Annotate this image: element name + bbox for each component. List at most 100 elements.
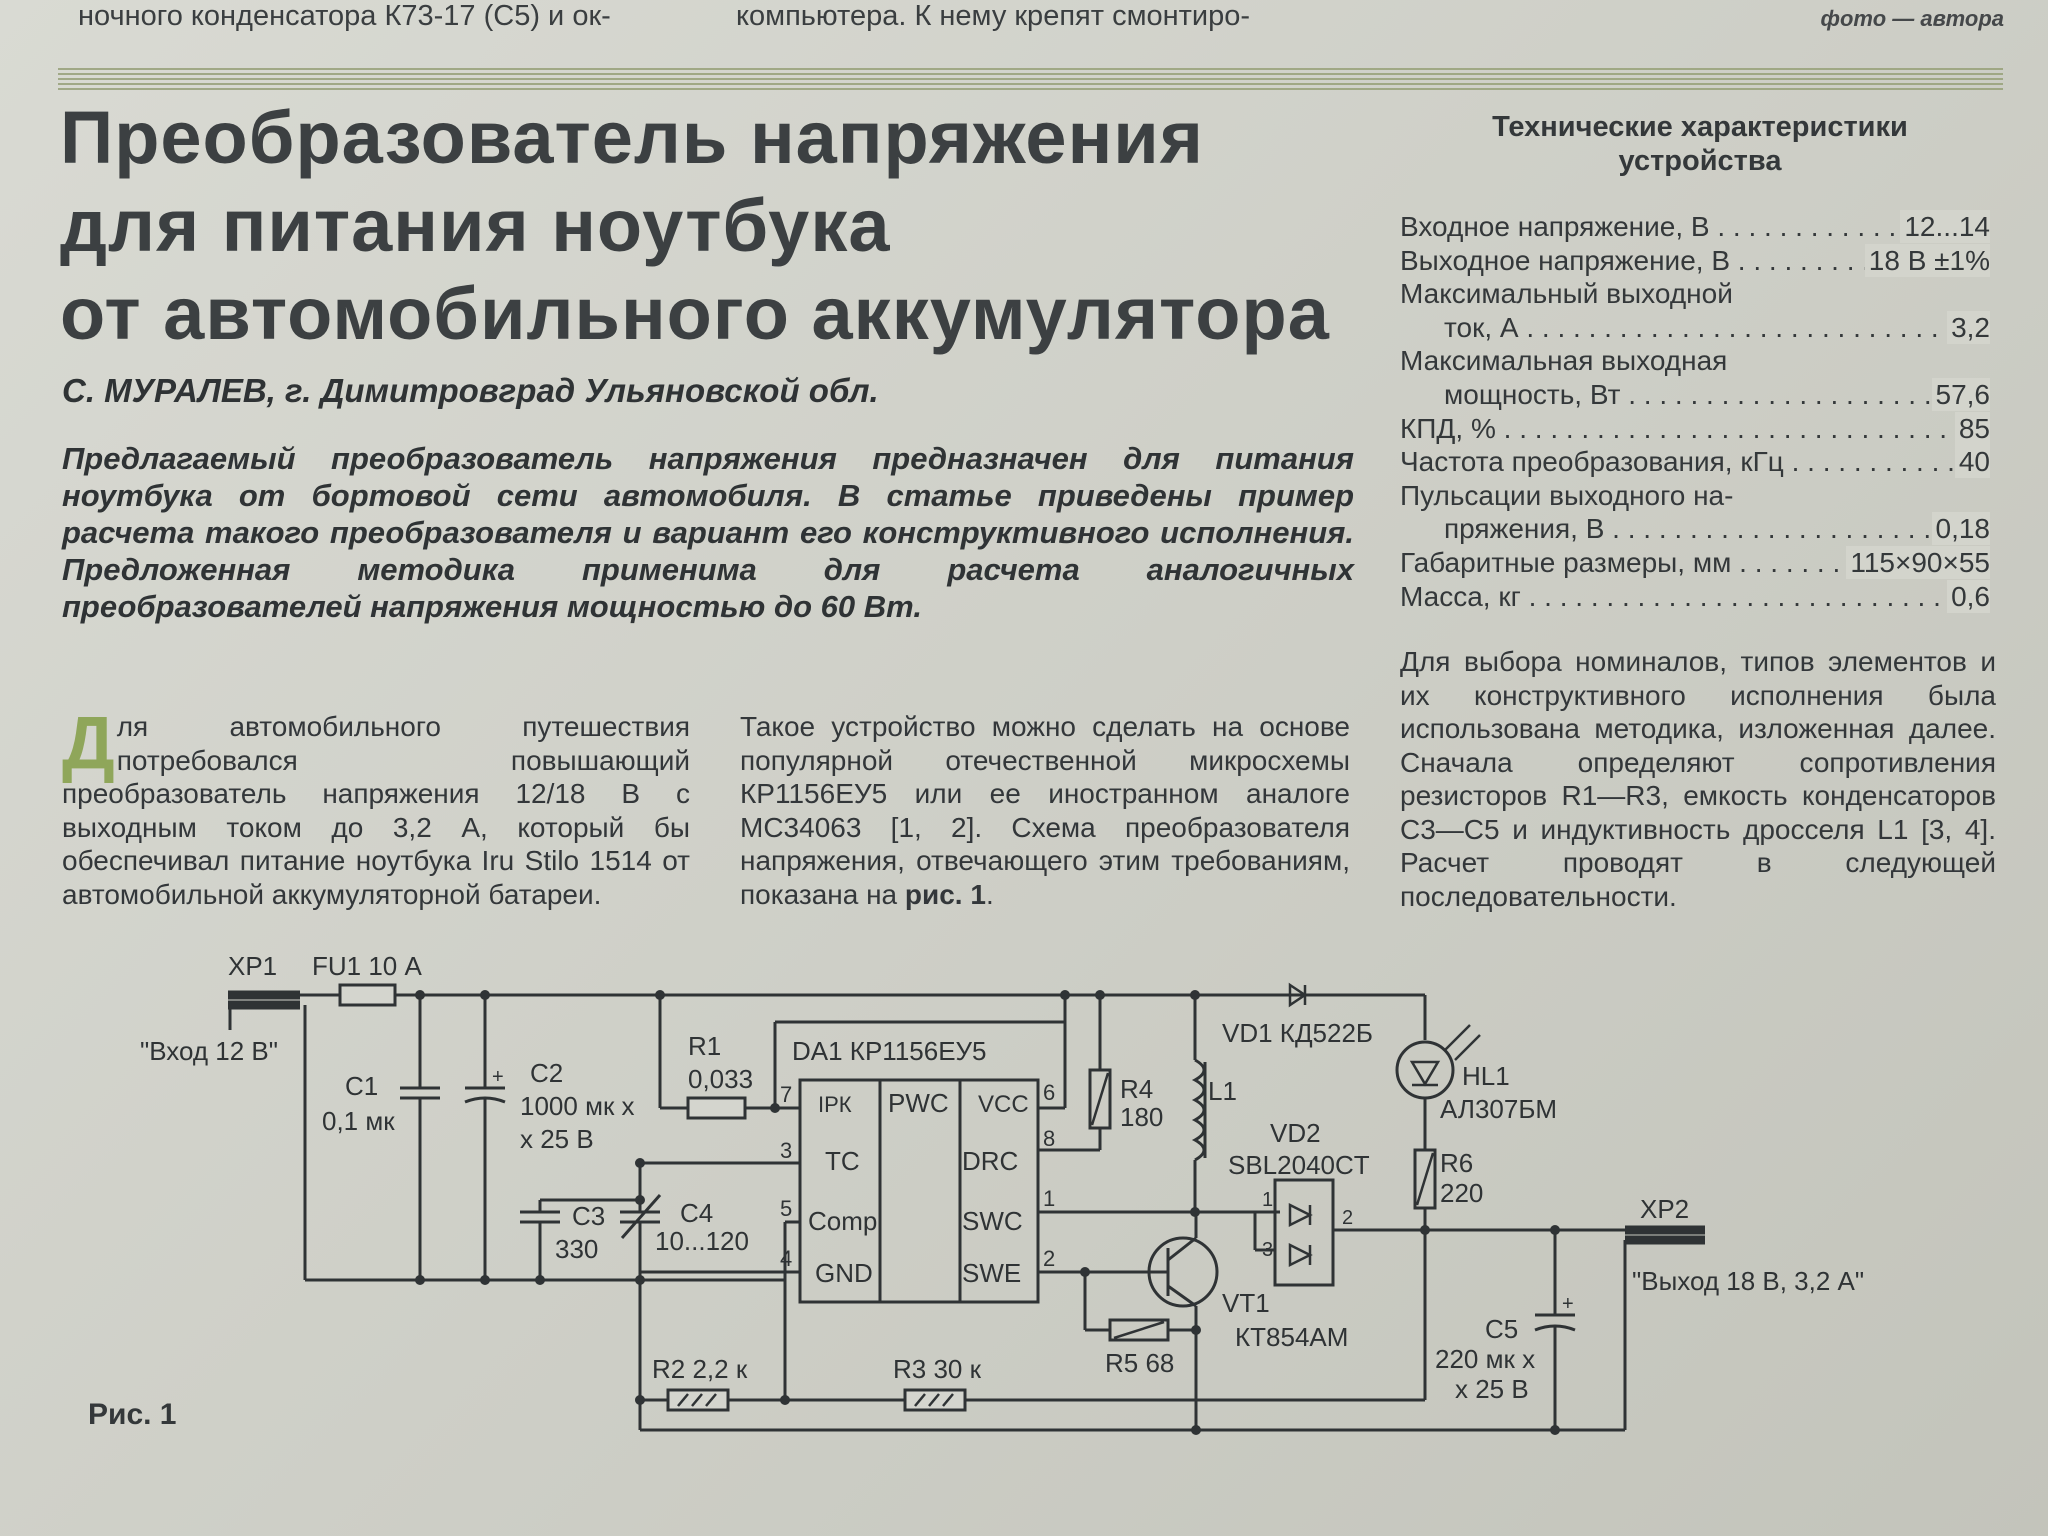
pin-tc: TC: [825, 1146, 860, 1176]
label-r3: R3 30 к: [893, 1354, 982, 1384]
spec-label: Масса, кг: [1400, 580, 1521, 612]
led-hl1-icon: [1409, 1060, 1441, 1087]
pin-number-5: 5: [780, 1196, 792, 1221]
spec-label: ток, А: [1444, 311, 1519, 343]
label-c5-value-1: 220 мк х: [1435, 1344, 1535, 1374]
label-r4: R4: [1120, 1074, 1153, 1104]
spec-leader-dots: . . . . . . . . . . . . . . . . . . . . …: [1612, 513, 1990, 545]
body-column-2-end: .: [985, 878, 994, 910]
spec-value: 40: [1954, 445, 1990, 479]
connectors: [228, 990, 1705, 1245]
previous-article-fragment-middle: компьютера. К нему крепят смонтиро-: [736, 0, 1251, 32]
label-hl1: HL1: [1462, 1061, 1510, 1091]
label-fu1: FU1 10 А: [312, 951, 422, 981]
label-vd2-value: SBL2040CT: [1228, 1150, 1370, 1180]
previous-article-fragment-left: ночного конденсатора К73-17 (С5) и ок-: [78, 0, 611, 32]
article-lead: Предлагаемый преобразователь напряжения …: [62, 441, 1354, 624]
spec-row: Максимальный выходной: [1400, 277, 1990, 310]
specs-title-line-2: устройства: [1618, 145, 1782, 177]
label-vd2-pin-2: 2: [1342, 1207, 1353, 1229]
label-r5: R5 68: [1105, 1348, 1174, 1378]
diode-vd1-icon: [1288, 982, 1308, 1008]
pin-number-1: 1: [1043, 1186, 1055, 1211]
label-da1: DA1 КР1156ЕУ5: [792, 1036, 987, 1066]
label-xp1: XP1: [228, 951, 277, 981]
pin-number-2: 2: [1043, 1246, 1055, 1271]
label-c3: C3: [572, 1201, 605, 1231]
pin-number-7: 7: [780, 1082, 792, 1107]
figure-label: Рис. 1: [88, 1398, 177, 1431]
pin-number-6: 6: [1043, 1080, 1055, 1105]
spec-row: Входное напряжение, В . . . . . . . . . …: [1400, 210, 1990, 243]
diode-vd2b-icon: [1288, 1242, 1313, 1268]
pin-number-8: 8: [1043, 1126, 1055, 1151]
pin-pwc: PWC: [888, 1088, 949, 1118]
label-c3-value: 330: [555, 1234, 598, 1264]
spec-row: пряжения, В . . . . . . . . . . . . . . …: [1400, 512, 1990, 546]
body-column-2-text: Такое устройство можно сделать на основе…: [740, 711, 1350, 910]
label-r2: R2 2,2 к: [652, 1354, 748, 1384]
spec-label: Частота преобразования, кГц: [1400, 446, 1784, 478]
label-c5-value-2: х 25 В: [1455, 1374, 1529, 1404]
label-c2-value-2: х 25 В: [520, 1124, 594, 1154]
body-column-2: Такое устройство можно сделать на основе…: [740, 710, 1350, 911]
spec-value: 0,18: [1931, 512, 1990, 546]
specs-title: Технические характеристики устройства: [1420, 110, 1980, 178]
drop-cap: Д: [62, 701, 115, 784]
spec-row: КПД, % . . . . . . . . . . . . . . . . .…: [1400, 411, 1990, 445]
schematic-wires: [228, 993, 1705, 1432]
label-c4: C4: [680, 1198, 713, 1228]
title-line-1: Преобразователь напряжения: [60, 96, 1204, 179]
pin-swe: SWE: [962, 1258, 1021, 1288]
spec-row: ток, А . . . . . . . . . . . . . . . . .…: [1400, 310, 1990, 344]
spec-row: Масса, кг . . . . . . . . . . . . . . . …: [1400, 579, 1990, 613]
photo-credit: фото — автора: [1820, 6, 2004, 31]
pin-ipk: IРК: [818, 1092, 852, 1117]
spec-label: Пульсации выходного на-: [1400, 479, 1734, 511]
spec-label: Выходное напряжение, В: [1400, 244, 1730, 276]
spec-value: 12...14: [1900, 210, 1990, 243]
label-vt1: VT1: [1222, 1288, 1270, 1318]
pin-comp: Comp: [808, 1206, 877, 1236]
label-vd1: VD1 КД522Б: [1222, 1018, 1373, 1048]
pin-swc: SWC: [962, 1206, 1023, 1236]
spec-label: Габаритные размеры, мм: [1400, 547, 1732, 578]
label-l1: L1: [1208, 1076, 1237, 1106]
pin-number-4: 4: [780, 1246, 792, 1271]
figure-reference: рис. 1: [904, 878, 986, 910]
label-c4-value: 10...120: [655, 1226, 749, 1256]
spec-value: 115×90×55: [1846, 546, 1990, 579]
spec-label: Максимальный выходной: [1400, 278, 1733, 310]
spec-row: Максимальная выходная: [1400, 344, 1990, 377]
header-rule: [58, 68, 2003, 90]
fuse-fu1: [338, 983, 397, 1007]
body-column-3-text: Для выбора номиналов, типов элементов и …: [1400, 646, 1996, 912]
label-vd2-pin-3: 3: [1262, 1239, 1273, 1261]
label-r6-value: 220: [1440, 1178, 1483, 1208]
diode-vd2a-icon: [1288, 1202, 1313, 1228]
spec-leader-dots: . . . . . . . . . . . . . . . . . . . . …: [1628, 379, 1990, 410]
diode-symbols: [677, 982, 1481, 1407]
resistor-r1: [686, 1096, 747, 1120]
title-line-2: для питания ноутбука: [60, 184, 891, 267]
title-line-3: от автомобильного аккумулятора: [60, 272, 1330, 355]
pin-drc: DRC: [962, 1146, 1018, 1176]
spec-leader-dots: . . . . . . . . . . . . . . . . . . . . …: [1526, 311, 1990, 343]
spec-leader-dots: . . . . . . . . . . . . . . . . . . . . …: [1503, 412, 1990, 444]
label-xp2: XP2: [1640, 1194, 1689, 1224]
spec-value: 18 В ±1%: [1864, 243, 1990, 277]
pin-vcc: VCC: [978, 1091, 1029, 1118]
spec-label: Входное напряжение, В: [1400, 211, 1710, 242]
label-c2: C2: [530, 1058, 563, 1088]
spec-row: мощность, Вт . . . . . . . . . . . . . .…: [1400, 378, 1990, 411]
spec-value: 85: [1954, 411, 1990, 445]
spec-row: Частота преобразования, кГц . . . . . . …: [1400, 445, 1990, 479]
body-column-1-text: ля автомобильного путешествия потребовал…: [62, 711, 690, 910]
spec-label: мощность, Вт: [1444, 379, 1621, 410]
article-author: С. МУРАЛЕВ, г. Димитровград Ульяновской …: [62, 372, 879, 409]
spec-value: 57,6: [1931, 378, 1990, 411]
label-c5: C5: [1485, 1314, 1518, 1344]
